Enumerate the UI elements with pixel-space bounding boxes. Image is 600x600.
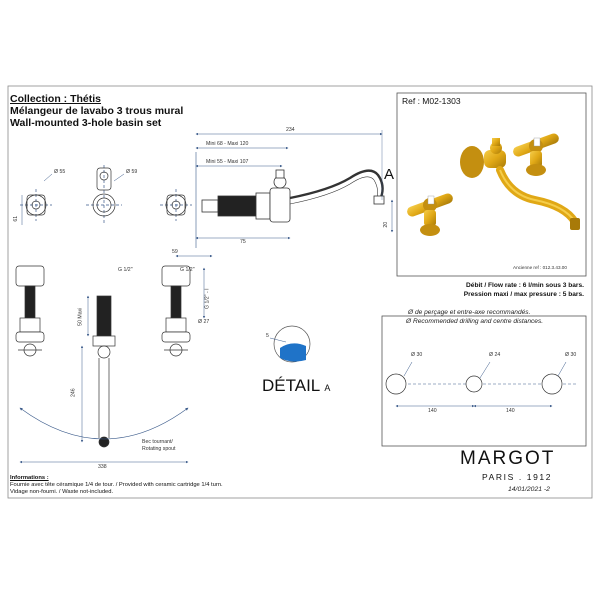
old-reference: Ancienne ref : 012.3.43.00 [513,265,567,270]
hole-right-diameter: Ø 30 [565,352,577,358]
dim-234: 234 [286,127,295,133]
front-view-right-valve [161,265,191,357]
product-illustration [407,133,580,236]
product-name-en: Wall-mounted 3-hole basin set [10,117,162,129]
dim-g12-vertical: G 1/2" - I [204,288,211,310]
front-view-spout [92,295,116,448]
reference-number: Ref : M02-1303 [402,96,461,106]
detail-a-view [269,325,311,363]
front-view-left-valve [15,265,45,357]
dim-75: 75 [240,239,246,245]
dim-20: 20 [383,221,390,228]
info-line-2: Vidage non-fourni. / Waste not-included. [10,489,114,495]
spout-label-en: Rotating spout [142,446,176,452]
product-name-fr: Mélangeur de lavabo 3 trous mural [10,105,184,117]
detail-label-a: A [324,383,331,393]
hole-left-diameter: Ø 30 [411,352,423,358]
drilling-note-fr: Ø de perçage et entre-axe recommandés. [408,309,531,316]
document-date: 14/01/2021 -2 [508,486,550,493]
outer-frame [7,85,593,499]
spout-label-fr: Bec tournant/ [142,439,173,445]
dim-mini55: Mini 55 - Maxi 107 [206,159,249,165]
info-line-1: Fournie avec tête céramique 1/4 de tour.… [10,482,223,488]
brand-name: MARGOT [460,448,556,469]
dim-50-maxi: 50 Maxi [77,307,84,326]
distance-2: 140 [506,408,515,414]
brand-subtitle: PARIS . 1912 [482,472,553,482]
flow-rate: Débit / Flow rate : 6 l/min sous 3 bars. [466,282,584,289]
distance-1: 140 [428,408,437,414]
dim-61: 61 [13,215,20,222]
detail-label: DÉTAIL A [262,376,331,395]
top-view-right-handle [160,189,192,221]
hole-mid-diameter: Ø 24 [489,352,501,358]
dim-detail-5: 5 [266,333,269,339]
dim-59: 59 [172,249,178,255]
dim-d59: Ø 59 [126,169,138,175]
dim-d55: Ø 55 [54,169,66,175]
dim-338: 338 [98,464,107,470]
collection-title: Collection : Thétis [10,93,102,105]
top-view-left-handle [20,189,52,221]
drilling-box [381,315,587,447]
rotation-arc [19,407,189,440]
top-view-spout [86,165,122,225]
drilling-note-en: Ø Recommended drilling and centre distan… [406,318,544,325]
reference-box [396,92,587,277]
info-heading: Informations : [10,475,49,481]
dim-246: 246 [70,388,77,398]
drilling-holes [385,373,578,395]
dim-g12-b: G 1/2" [180,267,195,273]
dim-d27: Ø 27 [198,319,210,325]
dim-g12-a: G 1/2" [118,267,133,273]
side-view-spout [195,152,385,248]
detail-marker-a: A [384,166,395,183]
max-pressure: Pression maxi / max pressure : 5 bars. [463,291,584,298]
dim-mini68: Mini 68 - Maxi 120 [206,141,249,147]
